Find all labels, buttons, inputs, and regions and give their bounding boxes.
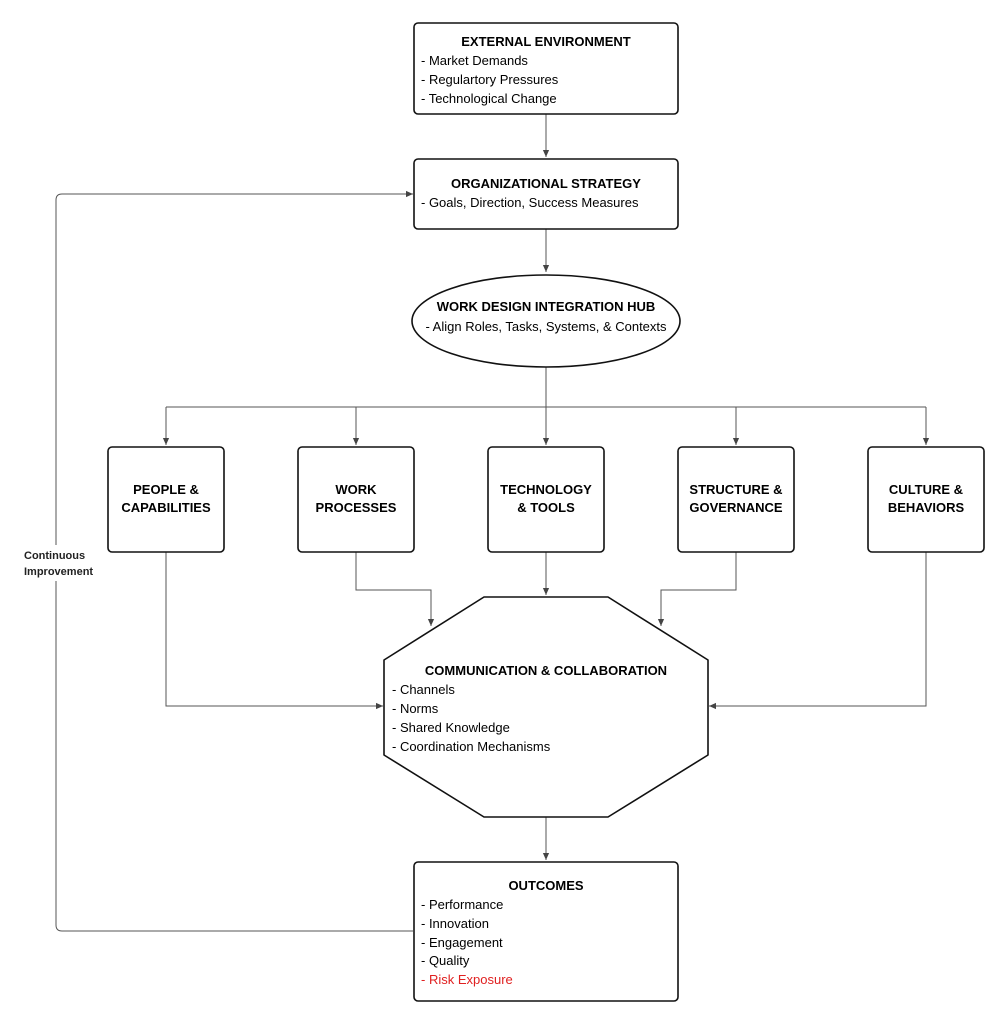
pillar-technology-line2: & TOOLS [517, 500, 575, 515]
pillar-structure-line1: STRUCTURE & [689, 482, 782, 497]
external-item-2: - Regulartory Pressures [421, 72, 559, 87]
connector-people-to-communication [165, 552, 383, 710]
pillar-structure-line2: GOVERNANCE [689, 500, 783, 515]
communication-item-3: - Shared Knowledge [392, 720, 510, 735]
hub-title: WORK DESIGN INTEGRATION HUB [437, 299, 656, 314]
pillar-structure: STRUCTURE & GOVERNANCE [677, 446, 795, 553]
communication-item-1: - Channels [392, 682, 455, 697]
pillar-technology: TECHNOLOGY & TOOLS [487, 446, 605, 553]
external-title: EXTERNAL ENVIRONMENT [461, 34, 631, 49]
pillar-processes-line1: WORK [335, 482, 377, 497]
outcomes-item-3: - Engagement [421, 935, 503, 950]
communication-item-2: - Norms [392, 701, 439, 716]
external-environment-box: EXTERNAL ENVIRONMENT - Market Demands - … [413, 22, 679, 115]
feedback-label-line2: Improvement [24, 566, 93, 578]
connector-feedback-loop [55, 190, 413, 932]
integration-hub-ellipse: WORK DESIGN INTEGRATION HUB - Align Role… [411, 274, 681, 368]
connector-processes-to-communication [355, 552, 435, 626]
strategy-title: ORGANIZATIONAL STRATEGY [451, 176, 641, 191]
outcomes-title: OUTCOMES [508, 878, 583, 893]
external-item-1: - Market Demands [421, 53, 528, 68]
feedback-label-line1: Continuous [24, 550, 85, 562]
pillar-people-line1: PEOPLE & [133, 482, 199, 497]
communication-title: COMMUNICATION & COLLABORATION [425, 663, 667, 678]
outcomes-box: OUTCOMES - Performance - Innovation - En… [413, 861, 679, 1002]
pillar-people: PEOPLE & CAPABILITIES [107, 446, 225, 553]
connector-structure-to-communication [657, 552, 737, 626]
pillar-culture-line2: BEHAVIORS [888, 500, 965, 515]
pillar-people-line2: CAPABILITIES [121, 500, 211, 515]
strategy-item-1: - Goals, Direction, Success Measures [421, 195, 639, 210]
hub-item-1: - Align Roles, Tasks, Systems, & Context… [425, 319, 667, 334]
outcomes-item-2: - Innovation [421, 916, 489, 931]
outcomes-item-4: - Quality [421, 953, 470, 968]
pillar-culture: CULTURE & BEHAVIORS [867, 446, 985, 553]
communication-item-4: - Coordination Mechanisms [392, 739, 551, 754]
pillar-culture-line1: CULTURE & [889, 482, 963, 497]
connector-culture-to-communication [709, 552, 927, 710]
external-item-3: - Technological Change [421, 91, 557, 106]
pillar-processes-line2: PROCESSES [316, 500, 397, 515]
pillar-technology-line1: TECHNOLOGY [500, 482, 592, 497]
strategy-box: ORGANIZATIONAL STRATEGY - Goals, Directi… [413, 158, 679, 230]
outcomes-item-risk: - Risk Exposure [421, 972, 513, 987]
communication-octagon: COMMUNICATION & COLLABORATION - Channels… [383, 596, 709, 818]
outcomes-item-1: - Performance [421, 897, 503, 912]
feedback-label-bg [20, 545, 92, 581]
pillar-processes: WORK PROCESSES [297, 446, 415, 553]
